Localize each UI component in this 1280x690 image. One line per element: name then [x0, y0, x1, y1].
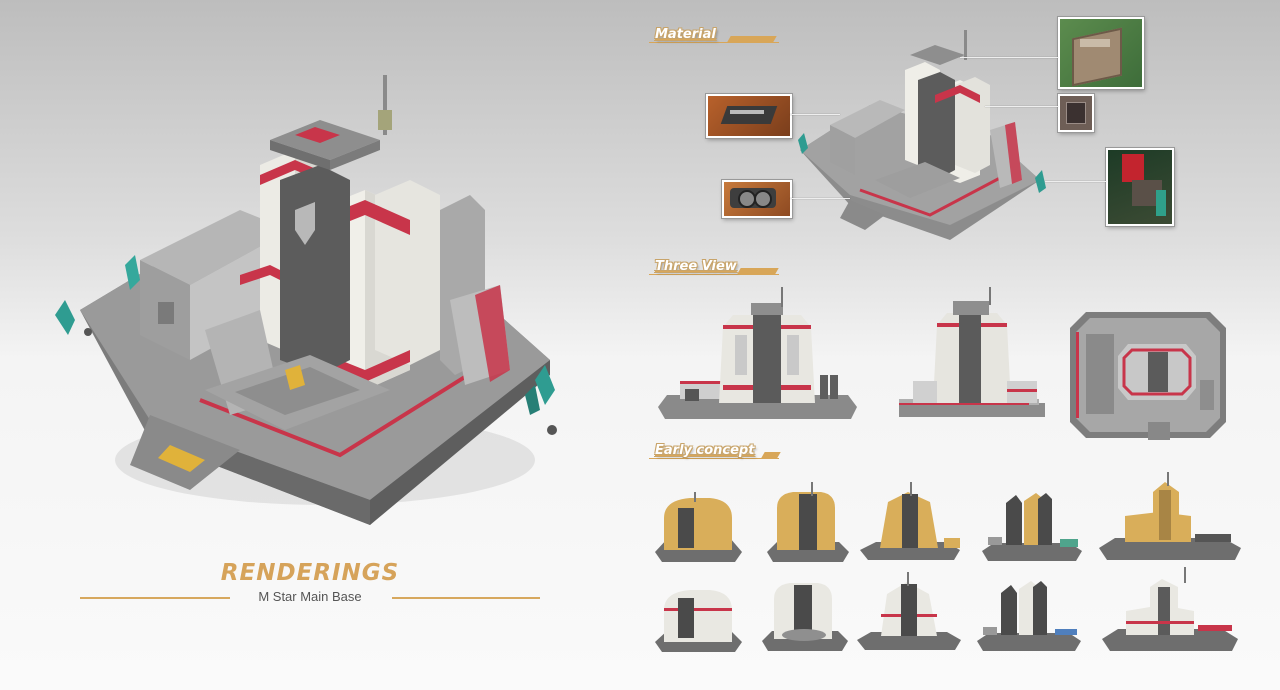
material-leader-4: [1045, 181, 1106, 182]
material-leader-2: [790, 114, 840, 115]
renderings-title: RENDERINGS: [220, 560, 400, 586]
renderings-subtitle: M Star Main Base: [258, 589, 362, 604]
material-leader-3: [985, 106, 1058, 107]
material-model: [798, 30, 1046, 240]
concept-white-4: [977, 581, 1081, 651]
material-thumb-top-right: [1058, 17, 1144, 89]
three-view-label: Three View: [655, 259, 737, 274]
concept-white-5: [1102, 567, 1238, 651]
main-base-rendering: [55, 75, 557, 525]
early-concept-header: Early concept: [649, 443, 785, 463]
side-view-drawing: [899, 287, 1045, 417]
three-view-header: Three View: [649, 259, 785, 279]
concept-yellow-2: [767, 482, 849, 562]
material-leader-5: [790, 198, 850, 199]
material-thumb-left-top: [706, 94, 792, 138]
top-view-drawing: [1070, 312, 1226, 440]
concept-yellow-1: [655, 492, 742, 562]
early-concept-label: Early concept: [655, 443, 755, 458]
concept-white-3: [857, 572, 961, 650]
renderings-line-left: [80, 597, 230, 599]
material-thumb-right-bottom: [1106, 148, 1174, 226]
material-leader-1: [960, 57, 1058, 58]
concept-yellow-4: [982, 493, 1082, 561]
front-view-drawing: [658, 287, 857, 419]
concept-yellow-5: [1099, 472, 1241, 560]
material-header: Material: [649, 27, 785, 47]
concept-white-2: [762, 583, 848, 651]
material-thumb-left-bottom: [722, 180, 792, 218]
renderings-line-right: [392, 597, 540, 599]
material-thumb-right-mid: [1058, 94, 1094, 132]
concept-yellow-3: [860, 482, 960, 560]
material-label: Material: [655, 27, 716, 42]
concept-white-1: [655, 590, 742, 652]
